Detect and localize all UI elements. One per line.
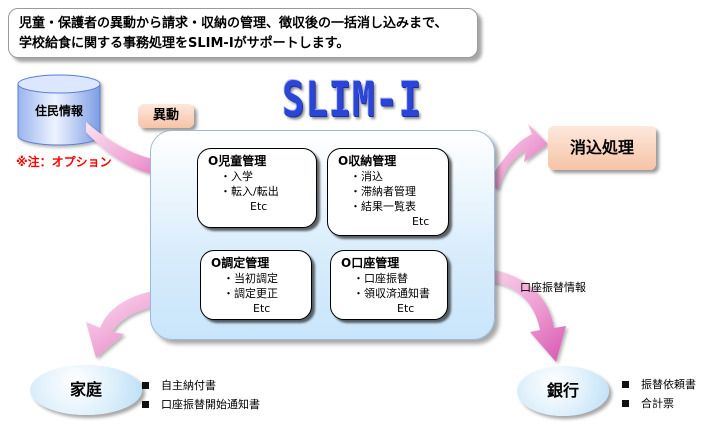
card-title: O調定管理 bbox=[211, 256, 270, 270]
ginko-arrow bbox=[466, 268, 566, 362]
card-item: ・結果一覧表 bbox=[350, 200, 416, 213]
card-item: ・転入/転出 bbox=[220, 185, 279, 198]
card-jido-kanri: O児童管理 ・入学 ・転入/転出 Etc bbox=[197, 148, 317, 228]
database-label: 住民情報 bbox=[34, 104, 83, 118]
doc-label: 振替依頼書 bbox=[641, 378, 696, 391]
card-etc: Etc bbox=[397, 302, 415, 315]
database-cylinder-icon bbox=[17, 74, 101, 146]
card-etc: Etc bbox=[253, 302, 271, 315]
card-item: ・調定更正 bbox=[223, 287, 278, 300]
ginko-oval: 銀行 bbox=[517, 366, 609, 416]
card-item: ・入学 bbox=[220, 170, 253, 183]
card-title: O口座管理 bbox=[341, 256, 400, 270]
card-item: ・当初調定 bbox=[223, 272, 278, 285]
keshikomi-box: 消込処理 bbox=[548, 126, 656, 170]
card-title: O収納管理 bbox=[338, 154, 397, 168]
square-bullet-icon bbox=[142, 382, 149, 389]
doc-item: 口座振替開始通知書 bbox=[142, 395, 260, 414]
doc-item: 自主納付書 bbox=[142, 376, 260, 395]
square-bullet-icon bbox=[142, 401, 149, 408]
doc-item: 振替依頼書 bbox=[622, 375, 696, 394]
doc-label: 自主納付書 bbox=[161, 379, 216, 392]
card-etc: Etc bbox=[250, 200, 268, 213]
card-chotei-kanri: O調定管理 ・当初調定 ・調定更正 Etc bbox=[200, 250, 312, 320]
intro-line-1: 児童・保護者の異動から請求・収納の管理、徴収後の一括消し込みまで、 bbox=[19, 16, 448, 31]
card-item: ・口座振替 bbox=[353, 272, 408, 285]
card-item: ・消込 bbox=[350, 170, 383, 183]
card-koza-kanri: O口座管理 ・口座振替 ・領収済通知書 Etc bbox=[330, 250, 448, 320]
ido-label: 異動 bbox=[138, 104, 194, 128]
furikae-info-label: 口座振替情報 bbox=[520, 281, 586, 294]
doc-label: 口座振替開始通知書 bbox=[161, 398, 260, 411]
card-item: ・滞納者管理 bbox=[350, 185, 416, 198]
katei-arrow bbox=[86, 287, 200, 358]
keshikomi-arrow bbox=[488, 124, 548, 190]
katei-oval: 家庭 bbox=[30, 365, 142, 415]
option-note: ※注：オプション bbox=[16, 155, 112, 169]
card-shuno-kanri: O収納管理 ・消込 ・滞納者管理 ・結果一覧表 Etc bbox=[327, 148, 449, 236]
katei-doc-list: 自主納付書 口座振替開始通知書 bbox=[142, 376, 260, 414]
doc-label: 合計票 bbox=[641, 397, 674, 410]
intro-text-box: 児童・保護者の異動から請求・収納の管理、徴収後の一括消し込みまで、 学校給食に関… bbox=[8, 8, 478, 58]
card-etc: Etc bbox=[412, 215, 430, 228]
card-item: ・領収済通知書 bbox=[353, 287, 430, 300]
square-bullet-icon bbox=[622, 381, 629, 388]
ginko-doc-list: 振替依頼書 合計票 bbox=[622, 375, 696, 413]
square-bullet-icon bbox=[622, 400, 629, 407]
doc-item: 合計票 bbox=[622, 394, 696, 413]
card-title: O児童管理 bbox=[208, 154, 267, 168]
intro-line-2: 学校給食に関する事務処理をSLIM-Iがサポートします。 bbox=[19, 36, 350, 51]
product-title: SLIM-I bbox=[282, 72, 422, 128]
